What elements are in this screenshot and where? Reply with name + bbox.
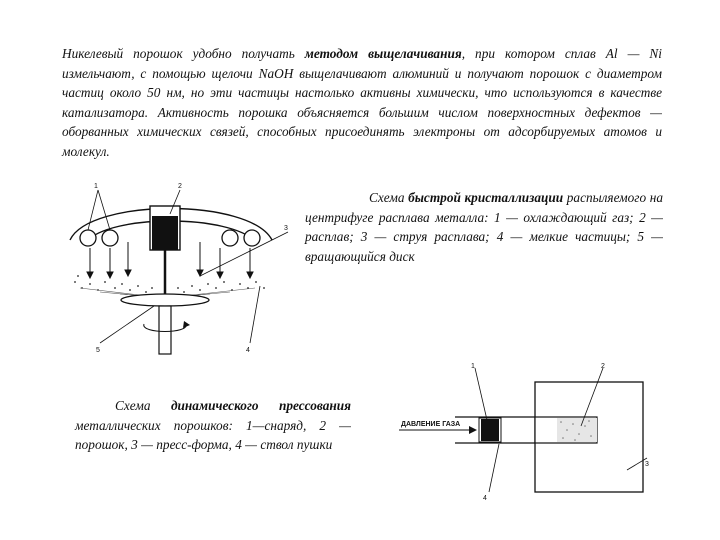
paragraph-text-start: Никелевый порошок удобно получать [62,46,305,61]
figure1-caption: Схема быстрой кристаллизации распыляемог… [305,188,663,266]
fig1-caption-start: Схема [369,190,409,205]
paragraph-text-end: , при котором сплав Al — Ni измельчают, … [62,46,662,159]
paragraph-bold-term: методом выщелачивания [304,46,462,61]
fig2-label-1: 1 [471,363,475,370]
fig1-label-2: 2 [178,183,182,190]
fig1-caption-bold: быстрой кристаллизации [408,190,564,205]
fig2-label-2: 2 [601,363,605,370]
fig1-caption-end: распыляемого на центрифуге расплава мета… [305,190,663,264]
fig2-caption-start: Схема [115,398,171,413]
fig2-label-4: 4 [483,495,487,502]
fig2-caption-end: металлических порошков: 1—снаряд, 2 — по… [75,417,351,453]
dynamic-pressing-diagram: ДАВЛЕНИЕ ГАЗА 1 2 3 4 [399,363,649,502]
fig2-caption-bold: динамического прессования [170,398,351,413]
intro-paragraph: Никелевый порошок удобно получать методо… [62,44,662,162]
fig1-label-4: 4 [246,347,250,354]
fig1-label-3: 3 [284,225,288,232]
fig1-label-1: 1 [94,183,98,190]
fig2-label-3: 3 [645,461,649,468]
centrifuge-diagram: 1 2 3 4 5 [69,183,289,355]
figure2-caption: Схема динамического прессования металлич… [75,396,351,455]
gas-pressure-label: ДАВЛЕНИЕ ГАЗА [401,421,460,428]
fig1-label-5: 5 [96,347,100,354]
